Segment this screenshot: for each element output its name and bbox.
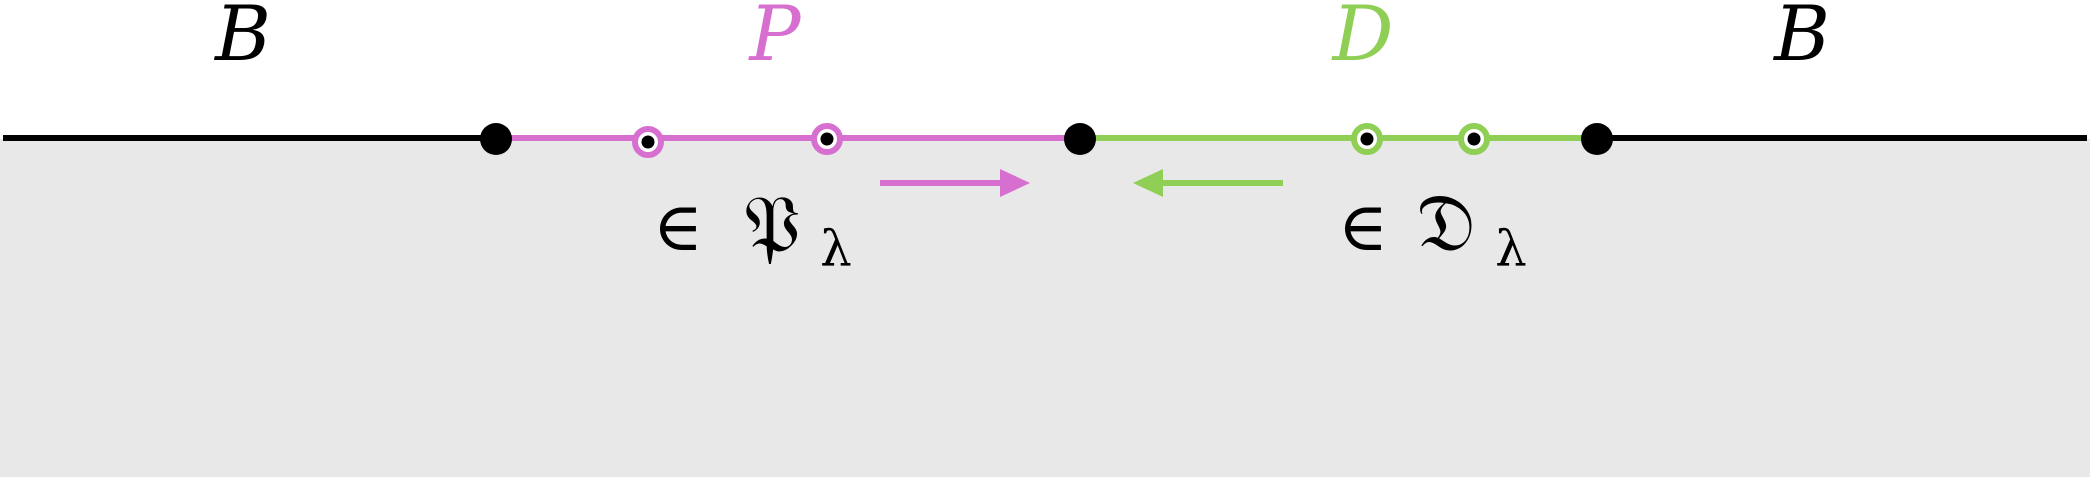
dual-arrow-head — [1133, 169, 1163, 197]
primal-membership-set: 𝔓 — [744, 178, 801, 271]
dual-marked-point-core — [1467, 132, 1481, 146]
primal-membership-subscript: λ — [820, 220, 852, 278]
shaded-region — [0, 139, 2090, 477]
primal-membership-element-of: ∈ — [653, 188, 703, 267]
label-dual: D — [1331, 0, 1394, 78]
label-boundary-left: B — [213, 0, 271, 78]
dual-membership-element-of: ∈ — [1338, 188, 1388, 267]
primal-arrow-head — [1000, 169, 1030, 197]
primal-marked-point-core — [641, 135, 655, 149]
vertex-left — [480, 123, 512, 155]
label-boundary-right: B — [1772, 0, 1830, 78]
label-primal: P — [747, 0, 802, 78]
vertex-middle — [1064, 123, 1096, 155]
dual-membership-set: 𝔇 — [1416, 176, 1475, 269]
primal-marked-point-core — [820, 132, 834, 146]
dual-membership-subscript: λ — [1495, 220, 1527, 278]
vertex-right — [1581, 123, 1613, 155]
dual-marked-point-core — [1360, 132, 1374, 146]
